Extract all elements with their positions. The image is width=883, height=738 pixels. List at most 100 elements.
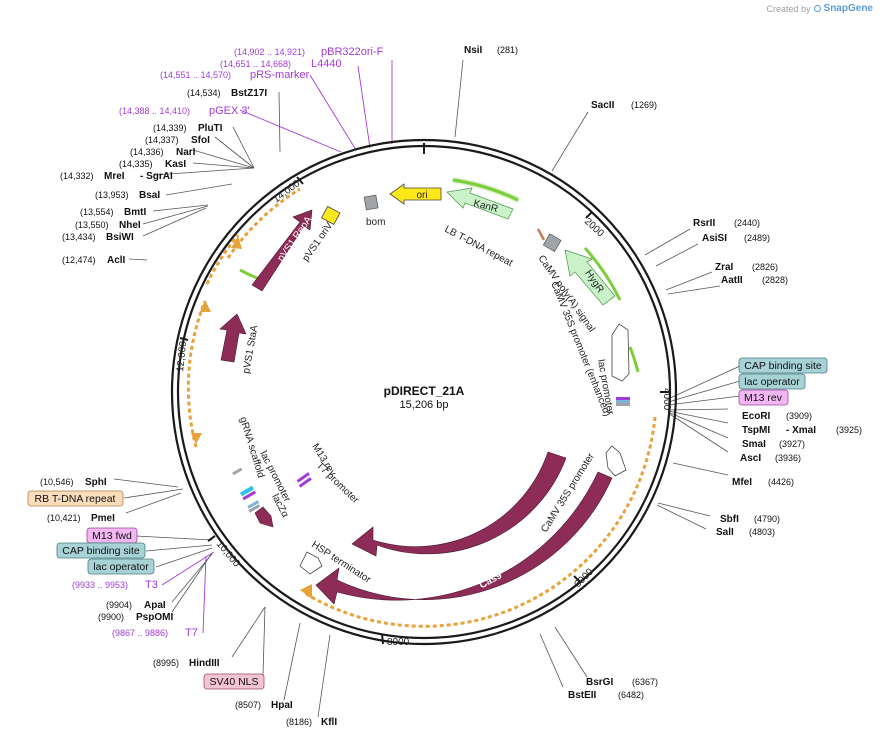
leader-lines <box>113 59 741 718</box>
credit-brand: SnapGene <box>823 3 873 14</box>
primer-pbr322ori-pos: (14,902 .. 14,921) <box>234 47 305 57</box>
enzyme-xmai-name: - XmaI <box>786 425 816 436</box>
primer-prs-marker-pos: (14,551 .. 14,570) <box>160 70 231 80</box>
enzyme-nsii-name: NsiI <box>464 45 483 56</box>
enzyme-bsiwi-pos: (13,434) <box>62 232 96 242</box>
tick-label-8000: 8000 <box>387 637 410 648</box>
lb-repeat-label: LB T-DNA repeat <box>443 224 515 269</box>
box-cap-left <box>56 542 146 559</box>
cas9-inner-arrow <box>351 451 567 557</box>
enzyme-sbfi-pos: (4790) <box>754 514 780 524</box>
cas9-outer-arrow <box>315 471 613 605</box>
enzyme-hindiii-name: HindIII <box>189 658 220 669</box>
enzyme-sali-name: SalI <box>716 527 734 538</box>
enzyme-asci-name: AscI <box>740 453 761 464</box>
enzyme-asisi-pos: (2489) <box>744 233 770 243</box>
enzyme-nsii-pos: (281) <box>497 45 518 55</box>
tick-labels: 2000 4000 6000 8000 10,000 12,000 14,000 <box>175 178 672 648</box>
lacza-arrow <box>254 506 274 528</box>
snapgene-logo-icon <box>813 5 821 12</box>
tick-label-2000: 2000 <box>582 216 606 240</box>
enzyme-ecori-pos: (3909) <box>786 411 812 421</box>
enzyme-smai-name: SmaI <box>742 439 766 450</box>
t7-promoter-label: T7 promoter <box>314 460 361 506</box>
enzyme-bmti-name: BmtI <box>124 207 146 218</box>
label-rb-repeat: RB T-DNA repeat <box>35 493 116 505</box>
snapgene-credit: Created by SnapGene <box>767 3 874 14</box>
enzyme-pluti-name: PluTI <box>198 123 223 134</box>
enzyme-bsai-pos: (13,953) <box>95 190 129 200</box>
enzyme-mrei-pos: (14,332) <box>60 171 94 181</box>
box-rb-repeat <box>27 490 124 507</box>
camv-polya-marker <box>542 233 562 252</box>
enzyme-sacii-name: SacII <box>591 100 615 111</box>
primer-t3-pos: (9933 .. 9953) <box>72 580 128 590</box>
enzyme-sfoi-pos: (14,337) <box>145 135 179 145</box>
tick-marks <box>179 143 669 645</box>
label-cap-right: CAP binding site <box>744 360 822 372</box>
enzyme-zrai-pos: (2826) <box>752 262 778 272</box>
enzyme-tspmi-name: TspMI <box>742 425 770 436</box>
enzyme-hpai-pos: (8507) <box>235 700 261 710</box>
primer-l4440-name: L4440 <box>311 58 342 70</box>
hsp-terminator-arrow <box>299 551 323 575</box>
ori-label: ori <box>416 190 427 201</box>
tick-label-4000: 4000 <box>661 388 672 411</box>
enzyme-sgrai-name: - SgrAI <box>140 171 173 182</box>
enzyme-nhei-pos: (13,550) <box>75 220 109 230</box>
box-m13-rev <box>738 389 789 406</box>
enzyme-smai-pos: (3927) <box>779 439 805 449</box>
primer-pgex3-pos: (14,388 .. 14,410) <box>119 106 190 116</box>
enzyme-acli-pos: (12,474) <box>62 255 96 265</box>
enzyme-aatii-name: AatII <box>721 275 743 286</box>
enzyme-zrai-name: ZraI <box>715 262 734 273</box>
bom-label: bom <box>366 217 385 228</box>
primer-t3-name: T3 <box>145 579 158 591</box>
box-lac-operator-left <box>87 558 155 575</box>
plasmid-name: pDIRECT_21A <box>384 384 465 398</box>
enzyme-pspomi-pos: (9900) <box>98 612 124 622</box>
enzyme-bstz17i-name: BstZ17I <box>231 88 267 99</box>
enzyme-bsteii-pos: (6482) <box>618 690 644 700</box>
enzyme-bmti-pos: (13,554) <box>80 207 114 217</box>
label-m13-rev: M13 rev <box>744 392 783 404</box>
enzyme-tspmi-pos: (3925) <box>836 425 862 435</box>
enzyme-bsrgi-pos: (6367) <box>632 677 658 687</box>
primer-t7-name: T7 <box>185 627 198 639</box>
enzyme-bsteii-name: BstEII <box>568 690 597 701</box>
enzyme-hpai-name: HpaI <box>271 700 293 711</box>
m13-t7-marks <box>296 472 312 488</box>
enzyme-asci-pos: (3936) <box>775 453 801 463</box>
box-sv40-nls <box>203 673 265 690</box>
kanr-label: KanR <box>472 198 499 215</box>
primer-pgex3-name: pGEX 3' <box>209 105 250 117</box>
enzyme-mrei-name: MreI <box>104 171 125 182</box>
label-sv40-nls: SV40 NLS <box>209 676 258 688</box>
boxed-feature-labels: CAP binding site lac operator M13 rev RB… <box>27 357 828 690</box>
label-lac-operator-right: lac operator <box>744 376 800 388</box>
enzyme-kasi-name: KasI <box>165 159 186 170</box>
enzyme-asisi-name: AsiSI <box>702 233 727 244</box>
enzyme-ecori-name: EcoRI <box>742 411 771 422</box>
enzyme-nari-name: NarI <box>176 147 196 158</box>
enzyme-bsiwi-name: BsiWI <box>106 232 134 243</box>
green-arcs <box>239 178 640 373</box>
enzyme-nhei-name: NheI <box>119 220 141 231</box>
enzyme-sphi-name: SphI <box>85 477 107 488</box>
enzyme-pluti-pos: (14,339) <box>153 123 187 133</box>
box-cap-right <box>738 357 828 374</box>
hygr-arrow <box>564 249 616 306</box>
primer-t7-pos: (9867 .. 9886) <box>112 628 168 638</box>
label-lac-operator-left: lac operator <box>93 561 149 573</box>
enzyme-apai-pos: (9904) <box>106 600 132 610</box>
enzyme-nari-pos: (14,336) <box>130 147 164 157</box>
credit-prefix: Created by <box>766 3 811 14</box>
plasmid-size: 15,206 bp <box>400 399 449 411</box>
orf-arrowheads <box>191 236 312 599</box>
primer-leader-lines <box>161 60 393 634</box>
enzyme-rsrii-name: RsrII <box>693 218 715 229</box>
box-lac-operator-right <box>738 373 806 390</box>
enzyme-sfoi-name: SfoI <box>191 135 210 146</box>
enzyme-pmei-pos: (10,421) <box>47 513 81 523</box>
enzyme-sacii-pos: (1269) <box>631 100 657 110</box>
